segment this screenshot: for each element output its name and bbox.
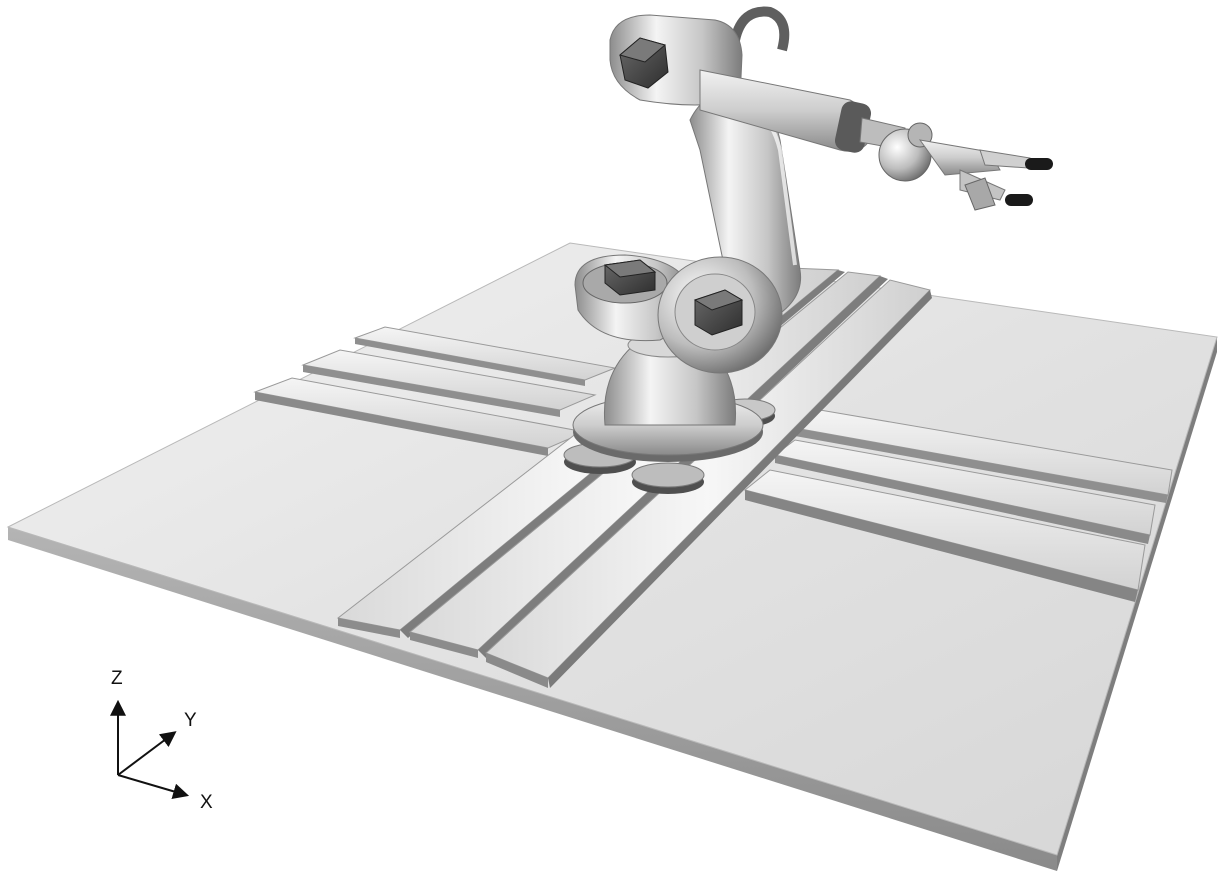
y-axis-arrow xyxy=(118,733,174,775)
gripper-finger-lower xyxy=(1005,194,1033,206)
axis-indicator: Z Y X xyxy=(111,668,213,813)
robot-gripper xyxy=(920,140,1053,210)
x-axis-arrow xyxy=(118,775,186,795)
gripper-finger-upper xyxy=(1025,158,1053,170)
x-axis-label: X xyxy=(200,792,213,813)
z-axis-label: Z xyxy=(111,668,123,689)
y-axis-label: Y xyxy=(184,710,197,731)
